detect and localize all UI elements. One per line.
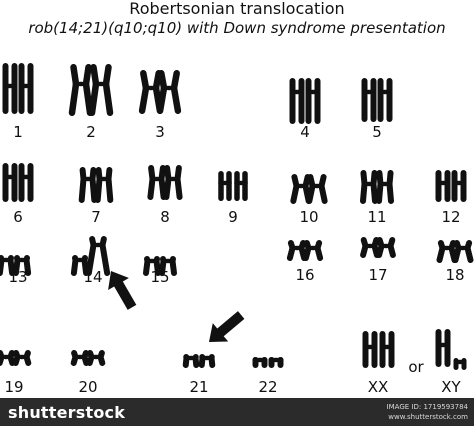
- diagram-subtitle: rob(14;21)(q10;q10) with Down syndrome p…: [28, 19, 446, 37]
- chromosome-pair-8: [147, 165, 183, 200]
- watermark-brand: shutterstock: [8, 403, 126, 422]
- chromosome-label-3: 3: [155, 123, 165, 141]
- chromosome-label-1: 1: [13, 123, 23, 141]
- chromosome-label-XY: XY: [441, 378, 461, 396]
- chromosome-label-8: 8: [160, 208, 170, 226]
- watermark-image-id: IMAGE ID: 1719593784: [386, 403, 468, 411]
- chromosome-pair-21: [182, 354, 216, 368]
- chromosome-pair-1: [2, 63, 34, 114]
- chromosome-pair-16: [286, 240, 324, 261]
- chromosome-label-15: 15: [150, 268, 169, 286]
- chromosome-label-13: 13: [8, 268, 27, 286]
- chromosome-pair-19: [0, 350, 32, 366]
- chromosome-label-22: 22: [258, 378, 277, 396]
- chromosome-label-16: 16: [295, 266, 314, 284]
- watermark-site: www.shutterstock.com: [388, 413, 468, 421]
- chromosome-pair-5: [361, 78, 393, 122]
- chromosome-pair-13: [0, 255, 32, 276]
- chromosome-label-2: 2: [86, 123, 96, 141]
- chromosome-label-19: 19: [4, 378, 23, 396]
- chromosome-label-21: 21: [189, 378, 208, 396]
- chromosome-pair-11: [360, 170, 394, 204]
- diagram-title: Robertsonian translocation: [129, 0, 345, 18]
- chromosome-label-7: 7: [91, 208, 101, 226]
- arrow-to-derivative-14: [108, 271, 137, 310]
- chromosome-pair-3: [138, 70, 182, 114]
- chromosome-label-18: 18: [445, 266, 464, 284]
- chromosome-pair-7: [78, 167, 114, 203]
- chromosome-pair-4: [289, 78, 321, 124]
- chromosome-pair-17: [360, 237, 396, 258]
- chromosome-label-XX: XX: [368, 378, 389, 396]
- chromosome-pair-18: [436, 240, 474, 263]
- arrow-to-chromosome-21: [209, 311, 245, 342]
- chromosome-label-12: 12: [441, 208, 460, 226]
- chromosome-pair-XX: [362, 331, 395, 368]
- chromosome-label-5: 5: [372, 123, 382, 141]
- chromosome-label-17: 17: [368, 266, 387, 284]
- watermark-footer: shutterstock IMAGE ID: 1719593784 www.sh…: [0, 398, 474, 426]
- chromosome-label-9: 9: [228, 208, 238, 226]
- chromosome-label-4: 4: [300, 123, 310, 141]
- chromosome-pair-2: [68, 64, 114, 116]
- chromosome-pair-9: [218, 171, 248, 201]
- chromosome-pair-12: [435, 170, 467, 202]
- chromosome-label-11: 11: [367, 208, 386, 226]
- chromosome-label-10: 10: [299, 208, 318, 226]
- chromosome-pair-6: [2, 163, 34, 202]
- chromosome-label-20: 20: [78, 378, 97, 396]
- or-label: or: [408, 358, 424, 376]
- chromosome-pair-22: [252, 357, 284, 368]
- chromosome-pair-14: [70, 236, 111, 276]
- watermark-meta: IMAGE ID: 1719593784 www.shutterstock.co…: [387, 402, 468, 422]
- chromosome-pair-15: [143, 256, 177, 276]
- chromosome-pair-10: [290, 174, 328, 204]
- chromosome-label-6: 6: [13, 208, 23, 226]
- chromosome-pair-20: [70, 350, 106, 366]
- chromosome-pair-XY: [435, 329, 467, 370]
- chromosome-label-14: 14: [83, 268, 102, 286]
